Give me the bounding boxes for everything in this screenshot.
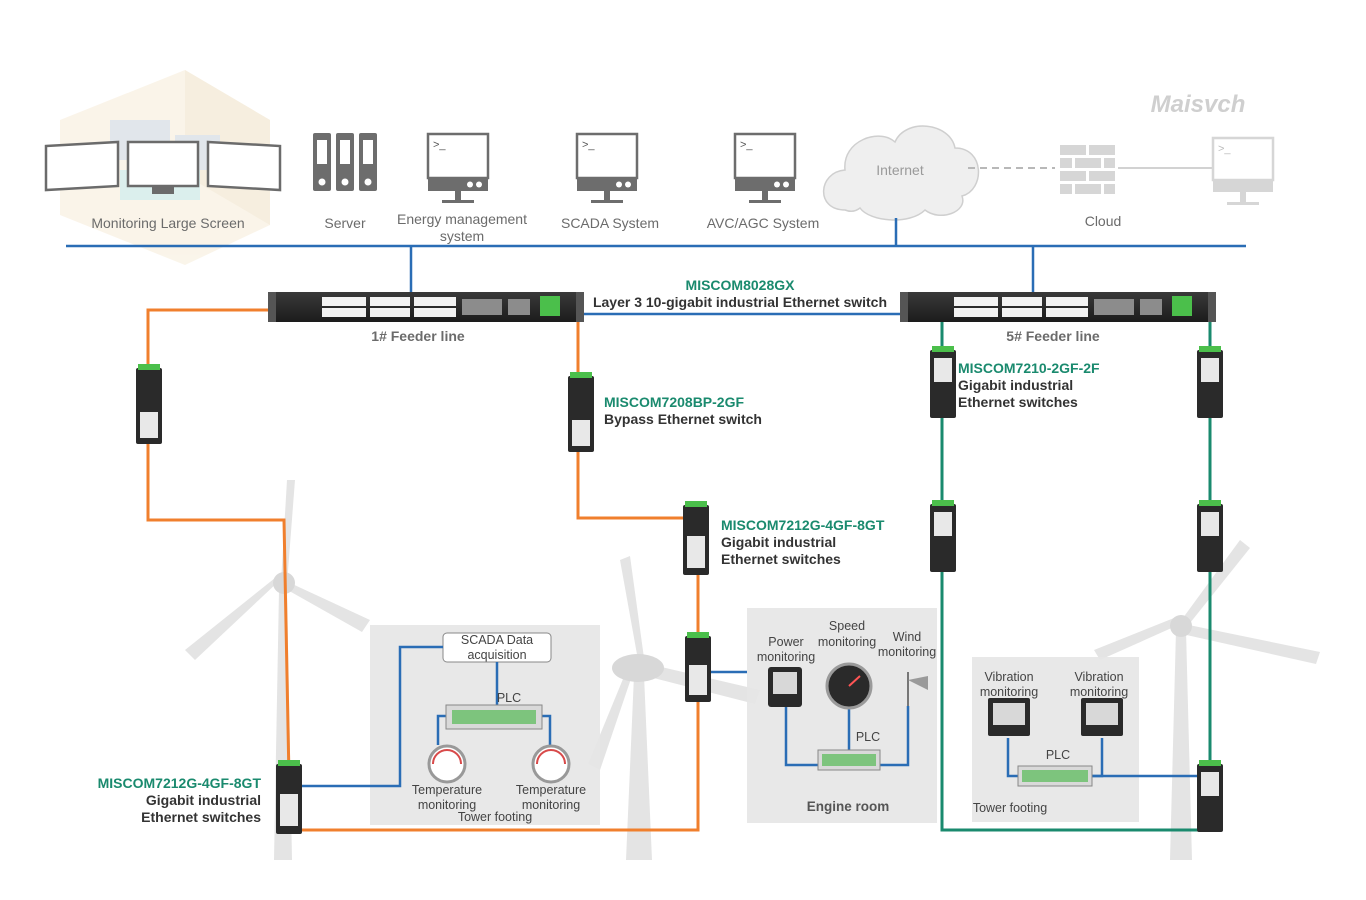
label-avc-system: AVC/AGC System [707, 215, 820, 231]
vib2-line1: Vibration [1074, 670, 1123, 684]
label-scada-system: SCADA System [561, 215, 659, 231]
tower-right-plc: PLC [1046, 748, 1070, 762]
core-switch-1 [268, 292, 584, 322]
tower-left-plc: PLC [497, 691, 521, 705]
svg-text:>_: >_ [740, 139, 753, 151]
wind-line1: Wind [893, 630, 922, 644]
turbine-middle [588, 556, 760, 860]
scada-acq-line1: SCADA Data [461, 633, 533, 647]
g7212-line1: Gigabit industrial [721, 534, 836, 550]
tower-left-footer: Tower footing [458, 810, 532, 824]
bottom-switch-line2: Ethernet switches [141, 809, 261, 825]
temp1-line1: Temperature [412, 783, 482, 797]
din-switch-teal-right-mid [1197, 500, 1223, 572]
server-icon [313, 133, 377, 191]
din-switch-engine [685, 632, 711, 702]
label-monitoring-screen: Monitoring Large Screen [91, 215, 244, 231]
tower-right-footer: Tower footing [973, 801, 1047, 815]
turbine-right [1094, 540, 1320, 860]
blue-backbone [66, 218, 1246, 316]
bypass-model: MISCOM7208BP-2GF [604, 394, 744, 410]
core-switch-5 [900, 292, 1216, 322]
label-internet: Internet [876, 162, 924, 178]
din-switch-left-top [136, 364, 162, 444]
label-cloud: Cloud [1085, 213, 1122, 229]
din-switch-teal-left-mid [930, 500, 956, 572]
din-switch-7210-left [930, 346, 956, 418]
speed-line2: monitoring [818, 635, 876, 649]
temp1-line2: monitoring [418, 798, 476, 812]
din-switch-7210-right [1197, 346, 1223, 418]
orange-ring-feeder-1 [146, 308, 700, 832]
svg-text:>_: >_ [582, 139, 595, 151]
cloud-terminal-icon: >_ [1211, 136, 1275, 205]
wind-turbines-background [185, 480, 1320, 860]
feeder-1-label: 1# Feeder line [371, 328, 465, 344]
tower-footing-left-panel [302, 625, 600, 825]
scada-acq-line2: acquisition [467, 648, 526, 662]
bottom-switch-line1: Gigabit industrial [146, 792, 261, 808]
temp2-line2: monitoring [522, 798, 580, 812]
energy-terminal-icon: >_ [426, 132, 490, 203]
g7212-line2: Ethernet switches [721, 551, 841, 567]
din-switches [136, 346, 1223, 834]
engine-room-footer: Engine room [807, 799, 890, 814]
core-switch-desc: Layer 3 10-gigabit industrial Ethernet s… [593, 294, 887, 310]
cloud-icon [822, 125, 980, 221]
engine-room-panel [711, 608, 937, 823]
din-switch-bypass [568, 372, 594, 452]
g7210-line2: Ethernet switches [958, 394, 1078, 410]
bottom-switch-model: MISCOM7212G-4GF-8GT [98, 775, 262, 791]
g7212-model: MISCOM7212G-4GF-8GT [721, 517, 885, 533]
din-switch-7212-mid [683, 501, 709, 575]
din-switch-bottom-left [276, 760, 302, 834]
brand-logo: Maisvch [1151, 91, 1246, 118]
scada-terminal-icon: >_ [575, 132, 639, 203]
core-switch-model: MISCOM8028GX [686, 277, 796, 293]
engine-plc: PLC [856, 730, 880, 744]
speed-line1: Speed [829, 619, 865, 633]
firewall-icon [1060, 145, 1115, 194]
tower-footing-right-panel [972, 657, 1197, 822]
wind-line2: monitoring [878, 645, 936, 659]
temp2-line1: Temperature [516, 783, 586, 797]
svg-text:>_: >_ [1218, 143, 1231, 155]
bypass-desc: Bypass Ethernet switch [604, 411, 762, 427]
label-server: Server [324, 215, 366, 231]
label-energy-1: Energy management [397, 211, 527, 227]
label-energy-2: system [440, 228, 484, 244]
power-line2: monitoring [757, 650, 815, 664]
din-switch-teal-right-bottom [1197, 760, 1223, 832]
g7210-line1: Gigabit industrial [958, 377, 1073, 393]
svg-text:>_: >_ [433, 139, 446, 151]
vib1-line2: monitoring [980, 685, 1038, 699]
power-line1: Power [768, 635, 803, 649]
feeder-5-label: 5# Feeder line [1006, 328, 1100, 344]
vib2-line2: monitoring [1070, 685, 1128, 699]
vib1-line1: Vibration [984, 670, 1033, 684]
g7210-model: MISCOM7210-2GF-2F [958, 360, 1100, 376]
large-screen-icon [44, 140, 282, 194]
teal-ring-feeder-5 [940, 322, 1212, 832]
avc-terminal-icon: >_ [733, 132, 797, 203]
